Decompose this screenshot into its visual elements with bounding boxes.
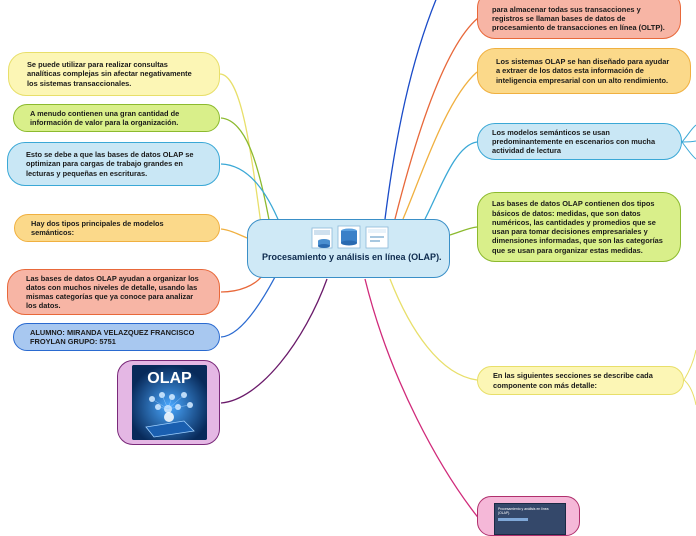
left-node-alumno[interactable]: ALUMNO: MIRANDA VELAZQUEZ FRANCISCO FROY… [13, 323, 220, 351]
left-node-organizar-datos[interactable]: Las bases de datos OLAP ayudan a organiz… [7, 269, 220, 315]
right-node-text: En las siguientes secciones se describe … [493, 371, 653, 390]
right-node-text: Los modelos semánticos se usan predomina… [492, 127, 656, 156]
left-node-text: A menudo contienen una gran cantidad de … [30, 108, 180, 127]
left-node-consultas[interactable]: Se puede utilizar para realizar consulta… [8, 52, 220, 96]
olap-illustration: OLAP [132, 365, 207, 440]
left-node-optimizacion-lecturas[interactable]: Esto se debe a que las bases de datos OL… [7, 142, 220, 186]
connector-lines [219, 0, 696, 520]
right-node-modelos-semanticos[interactable]: Los modelos semánticos se usan predomina… [477, 123, 682, 160]
database-icons [311, 225, 389, 249]
left-node-text: Hay dos tipos principales de modelos sem… [31, 218, 164, 237]
olap-image-node[interactable]: OLAP [117, 360, 220, 445]
right-node-text: para almacenar todas sus transacciones y… [492, 4, 665, 33]
right-node-sistemas-olap[interactable]: Los sistemas OLAP se han diseñado para a… [477, 48, 691, 94]
left-node-text: Las bases de datos OLAP ayudan a organiz… [26, 273, 199, 311]
left-node-text: ALUMNO: MIRANDA VELAZQUEZ FRANCISCO FROY… [30, 327, 195, 346]
left-node-text: Se puede utilizar para realizar consulta… [27, 60, 192, 88]
left-node-text: Esto se debe a que las bases de datos OL… [26, 150, 194, 178]
bottom-thumbnail-image: Procesamiento y análisis en línea (OLAP)… [494, 503, 566, 535]
bottom-thumbnail-node[interactable]: Procesamiento y análisis en línea (OLAP)… [477, 496, 580, 536]
olap-logo-text: OLAP [147, 370, 192, 387]
left-node-informacion-valor[interactable]: A menudo contienen una gran cantidad de … [13, 104, 220, 132]
central-topic[interactable]: Procesamiento y análisis en línea (OLAP)… [247, 219, 450, 278]
central-title: Procesamiento y análisis en línea (OLAP)… [262, 252, 442, 262]
right-node-text: Las bases de datos OLAP contienen dos ti… [492, 199, 663, 255]
right-node-text: Los sistemas OLAP se han diseñado para a… [496, 57, 670, 85]
right-node-oltp[interactable]: para almacenar todas sus transacciones y… [477, 0, 681, 39]
bottom-thumbnail-caption: Procesamiento y análisis en línea (OLAP)… [498, 507, 549, 516]
right-node-tipos-datos[interactable]: Las bases de datos OLAP contienen dos ti… [477, 192, 681, 262]
right-node-siguientes-secciones[interactable]: En las siguientes secciones se describe … [477, 366, 684, 395]
left-node-modelos-semanticos[interactable]: Hay dos tipos principales de modelos sem… [14, 214, 220, 242]
